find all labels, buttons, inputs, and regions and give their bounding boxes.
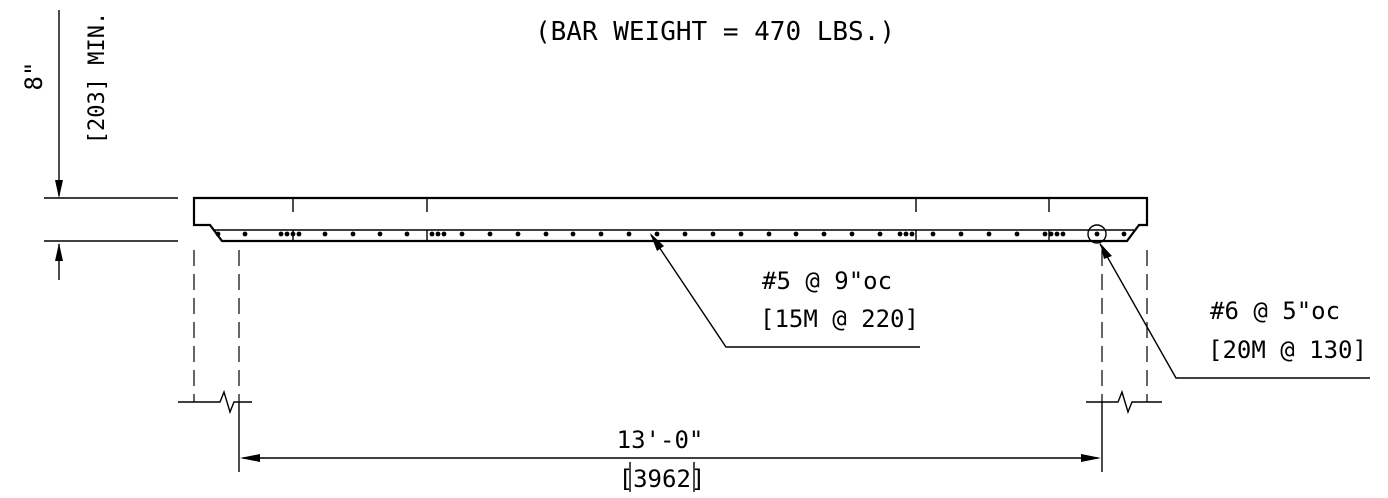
bar-weight-title: (BAR WEIGHT = 470 LBS.)	[535, 17, 895, 47]
rebar-dot	[487, 231, 493, 237]
rebar-dot	[909, 231, 915, 237]
rebar-dot	[821, 231, 827, 237]
rebar-dot	[710, 231, 716, 237]
rebar-dots	[215, 231, 1127, 237]
main-bar-imperial: #5 @ 9"oc	[762, 267, 892, 295]
rebar-dot	[1054, 231, 1060, 237]
span-metric: [3962]	[619, 465, 706, 493]
thickness-imperial: 8"	[20, 62, 48, 91]
slab-outline	[192, 196, 1149, 243]
rebar-dot	[958, 231, 964, 237]
rebar-dot	[1048, 231, 1054, 237]
rebar-dot	[598, 231, 604, 237]
rebar-dot	[793, 231, 799, 237]
rebar-dot	[435, 231, 441, 237]
rebar-dot	[1014, 231, 1020, 237]
main-bar-metric: [15M @ 220]	[760, 305, 919, 333]
support-walls	[193, 250, 1148, 402]
rebar-dot	[459, 231, 465, 237]
rebar-dot	[290, 231, 296, 237]
rebar-dot	[377, 231, 383, 237]
rebar-dot	[284, 231, 290, 237]
rebar-dot	[986, 231, 992, 237]
rebar-dot	[1094, 231, 1100, 237]
span-imperial: 13'-0"	[617, 426, 704, 454]
rebar-dot	[877, 231, 883, 237]
rebar-dot	[278, 231, 284, 237]
rebar-dot	[1060, 231, 1066, 237]
thickness-metric: [203] MIN.	[85, 12, 110, 144]
rebar-dot	[897, 231, 903, 237]
rebar-dot	[849, 231, 855, 237]
rebar-dot	[766, 231, 772, 237]
rebar-dot	[404, 231, 410, 237]
edge-bar-callout: #6 @ 5"oc [20M @ 130]	[1099, 243, 1370, 379]
rebar-dot	[242, 231, 248, 237]
rebar-dot	[570, 231, 576, 237]
edge-bar-imperial: #6 @ 5"oc	[1210, 297, 1340, 325]
rebar-dot	[441, 231, 447, 237]
break-symbols	[178, 389, 1162, 415]
rebar-dot	[1121, 231, 1127, 237]
rebar-dot	[1042, 231, 1048, 237]
rebar-dot	[682, 231, 688, 237]
rebar-dot	[350, 231, 356, 237]
edge-bar-metric: [20M @ 130]	[1208, 336, 1367, 364]
rebar-dot	[322, 231, 328, 237]
main-bar-callout: #5 @ 9"oc [15M @ 220]	[650, 233, 920, 348]
thickness-dimension: 8" [203] MIN.	[20, 10, 178, 280]
rebar-dot	[296, 231, 302, 237]
rebar-dot	[429, 231, 435, 237]
edge-bar-highlight	[1087, 224, 1107, 244]
rebar-dot	[515, 231, 521, 237]
rebar-dot	[738, 231, 744, 237]
rebar-dot	[903, 231, 909, 237]
rebar-dot	[626, 231, 632, 237]
rebar-dot	[930, 231, 936, 237]
span-dimension: 13'-0" [3962]	[238, 402, 1103, 493]
rebar-dot	[543, 231, 549, 237]
rebar-dot	[215, 231, 221, 237]
rebar-dot	[654, 231, 660, 237]
